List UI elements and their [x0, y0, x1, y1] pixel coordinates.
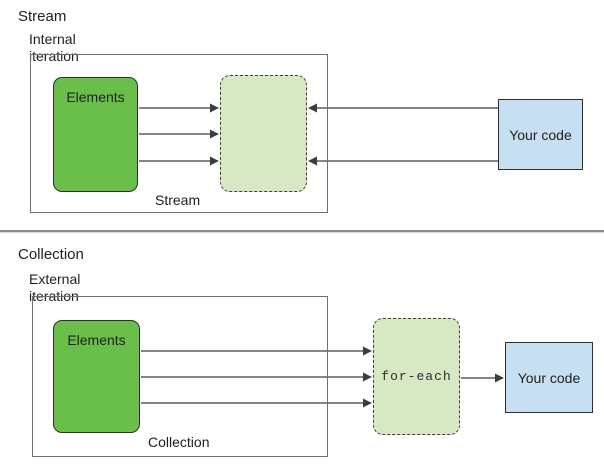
stream-your-code-box: Your code [498, 99, 583, 170]
collection-elements-box: Elements [53, 320, 140, 433]
stream-elements-label: Elements [66, 89, 125, 105]
collection-your-code-box: Your code [505, 342, 593, 413]
foreach-process-box: for-each [373, 318, 460, 435]
collection-your-code-label: Your code [517, 369, 581, 386]
collection-elements-label: Elements [67, 332, 126, 348]
stream-section-title: Stream [18, 8, 67, 25]
collection-section-title: Collection [18, 246, 84, 263]
collection-section-subtitle: External iteration [29, 271, 81, 304]
foreach-label: for-each [381, 369, 452, 384]
stream-your-code-label: Your code [509, 126, 572, 143]
stream-outer-frame [30, 54, 328, 213]
collection-box-label: Collection [148, 434, 210, 450]
stream-box-label: Stream [155, 192, 201, 208]
stream-section-subtitle: Internal iteration [29, 31, 79, 64]
section-divider [0, 230, 604, 233]
stream-process-box [220, 75, 307, 192]
stream-elements-box: Elements [53, 77, 138, 192]
